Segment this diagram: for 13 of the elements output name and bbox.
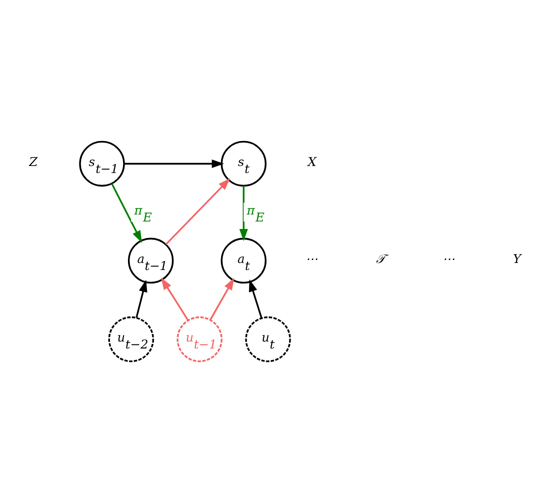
arrow bbox=[239, 185, 248, 241]
label: Y bbox=[513, 251, 522, 266]
arrow bbox=[210, 277, 234, 320]
arrow bbox=[124, 158, 224, 168]
arrow bbox=[165, 178, 230, 244]
arrow bbox=[161, 276, 189, 320]
arrow bbox=[248, 278, 262, 318]
label: ⋯ bbox=[442, 251, 455, 266]
label: X bbox=[308, 154, 316, 169]
arrow bbox=[111, 182, 142, 242]
label: Z bbox=[29, 154, 38, 169]
arrow bbox=[136, 279, 148, 318]
label: ⋯ bbox=[306, 251, 318, 266]
